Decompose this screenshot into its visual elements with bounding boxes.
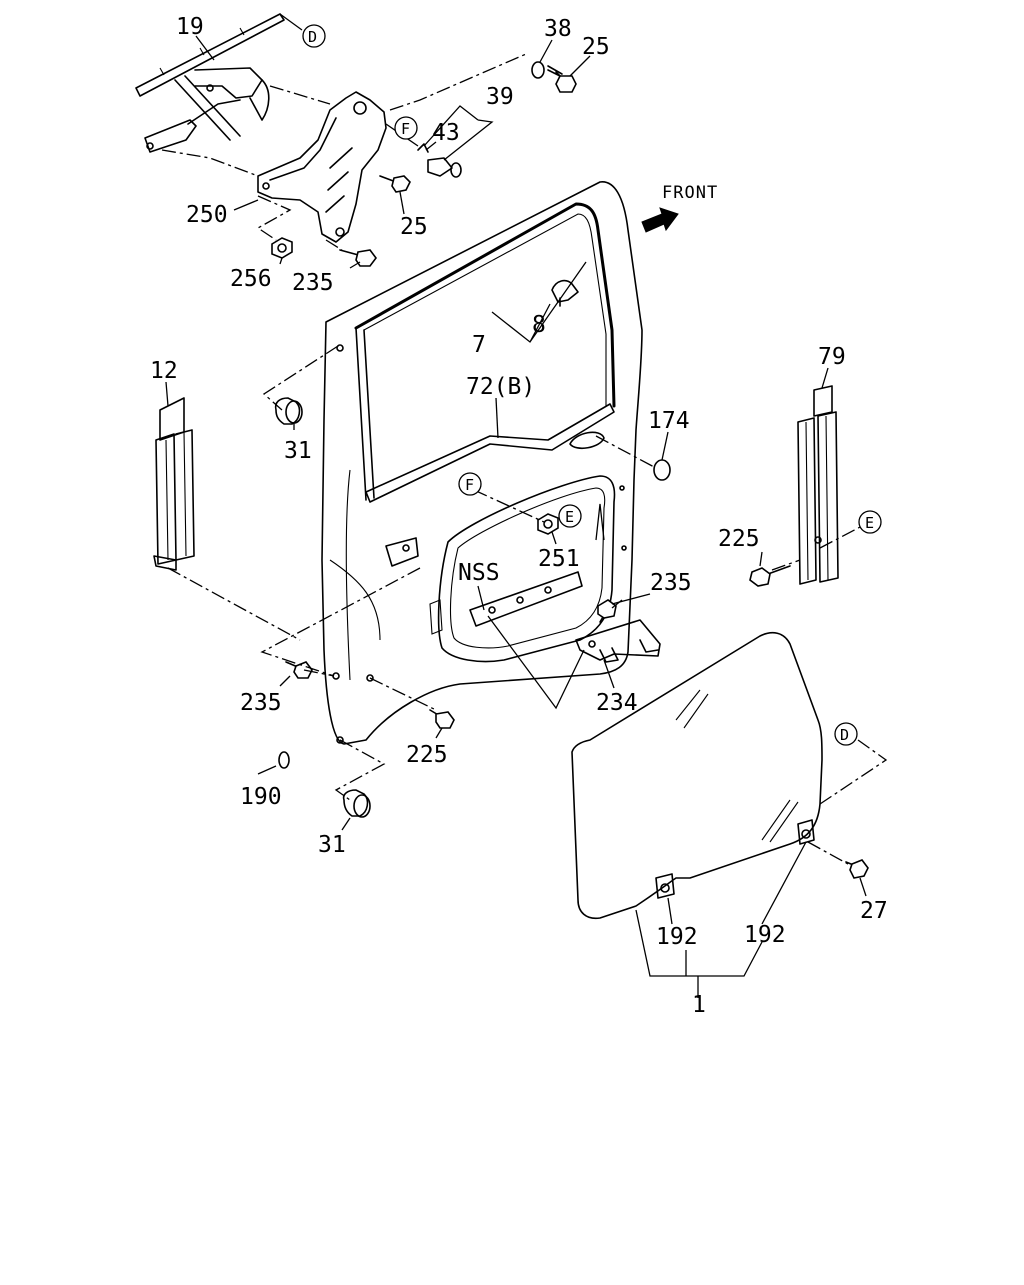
front-arrow-icon [641,207,679,233]
ref-bubble-d-top: D [279,13,326,48]
bumper-31-upper [274,397,303,425]
label-234: 234 [596,690,638,716]
label-1: 1 [692,992,706,1018]
label-7: 7 [472,332,486,358]
bumper-31-lower [342,789,371,818]
label-174: 174 [648,408,690,434]
svg-text:D: D [308,28,317,46]
bolt-235-left [285,661,313,679]
clip-43 [417,143,429,153]
bolt-225-right [749,565,791,587]
phantom-lines [161,53,888,865]
bolt-235-top [339,249,377,267]
label-251: 251 [538,546,580,572]
leader-lines [165,35,867,998]
bolt-25-top [547,65,577,93]
ref-bubble-e-mid: E [558,504,582,528]
glass-clip-8 [551,279,579,307]
stopper-bracket-234 [575,619,661,663]
svg-text:E: E [565,508,574,526]
label-19: 19 [176,14,204,40]
label-43: 43 [432,120,460,146]
front-label: FRONT [662,183,718,203]
nut-256 [271,237,293,259]
label-225-right: 225 [718,526,760,552]
bolt-25-mid [379,175,411,193]
label-235-top: 235 [292,270,334,296]
regulator-bracket [257,91,387,243]
label-256: 256 [230,266,272,292]
ref-bubble-f-mid: F [458,472,482,496]
label-190: 190 [240,784,282,810]
bolt-225-lower [429,709,455,729]
label-31-lower: 31 [318,832,346,858]
part-labels: 19 38 25 39 43 250 25 256 235 7 8 12 31 … [150,14,888,1018]
bolt-235-right [597,599,617,623]
door-glass [571,631,823,920]
svg-text:E: E [865,514,874,532]
nut-251 [537,513,559,535]
sash-channel-79 [797,385,839,585]
label-225-lower: 225 [406,742,448,768]
ref-bubble-d-right: D [834,722,858,746]
ref-bubble-f-top: F [394,116,418,140]
label-nss: NSS [458,560,500,586]
label-72b: 72(B) [466,374,535,400]
label-38: 38 [544,16,572,42]
label-27: 27 [860,898,888,924]
label-192-right: 192 [744,922,786,948]
bolt-27 [845,859,869,879]
window-regulator [135,13,285,153]
label-31-upper: 31 [284,438,312,464]
label-8: 8 [532,312,546,338]
washer-38 [531,61,545,79]
label-25-top: 25 [582,34,610,60]
label-250: 250 [186,202,228,228]
label-79: 79 [818,344,846,370]
sash-channel-12 [153,397,195,571]
label-235-left: 235 [240,690,282,716]
door-panel [321,181,643,745]
ref-bubble-e-right: E [858,510,882,534]
plug-190 [278,751,290,769]
svg-text:D: D [840,726,849,744]
label-235-right: 235 [650,570,692,596]
svg-text:F: F [465,476,474,494]
svg-text:F: F [401,120,410,138]
label-39: 39 [486,84,514,110]
label-192-left: 192 [656,924,698,950]
label-25-mid: 25 [400,214,428,240]
roller-39 [427,157,462,178]
plug-174 [653,459,671,481]
label-12: 12 [150,358,178,384]
